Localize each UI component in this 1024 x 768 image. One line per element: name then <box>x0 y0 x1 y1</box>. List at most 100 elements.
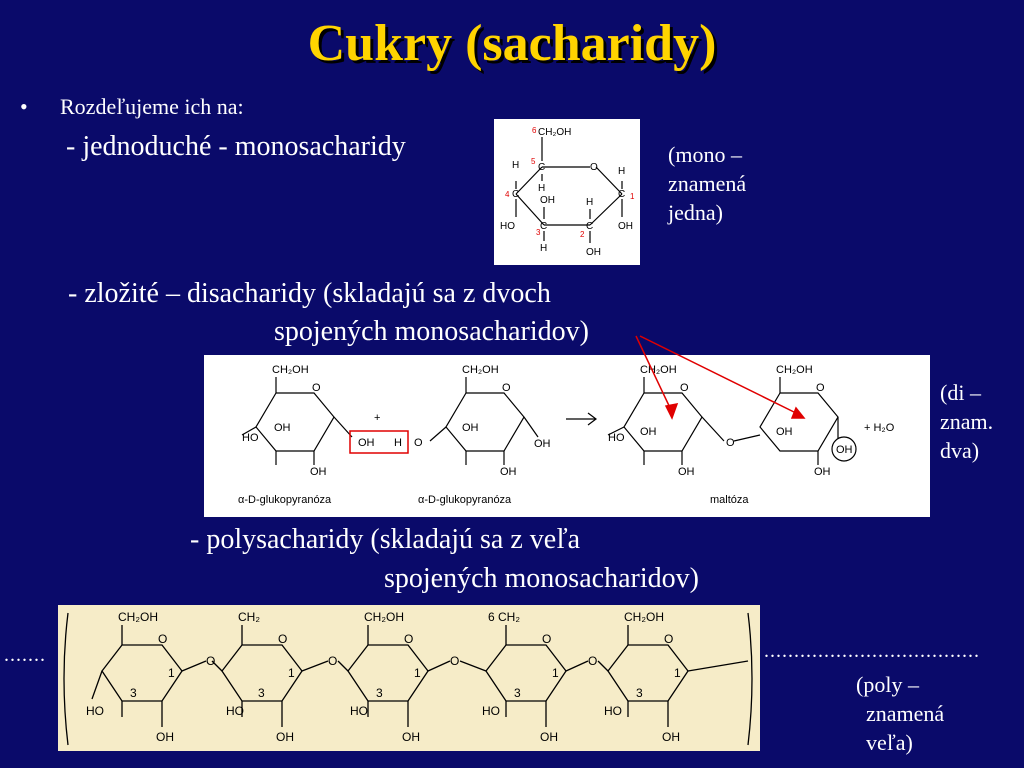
maltose-reaction-image: CH₂OH O HO OH OH OH + H O CH₂OH O OH OH … <box>204 355 930 517</box>
di-note-line-1: (di – <box>940 380 981 405</box>
glucose-structure-image: CH₂OH C O H H C C H OH H OH HO C C H OH … <box>494 119 640 265</box>
poly-oh-1: OH <box>156 730 174 744</box>
ring1-oh: OH <box>274 422 291 434</box>
ring2-o: O <box>502 382 511 394</box>
poly-three-4: 3 <box>514 686 521 700</box>
ring3-o: O <box>680 382 689 394</box>
poly-link-o-3: O <box>450 654 459 668</box>
glucose-c2: C <box>586 221 593 232</box>
poly-oh-2: OH <box>276 730 294 744</box>
poly-o-1: O <box>158 632 167 646</box>
glucose-h-c2: H <box>586 197 593 208</box>
mono-note-line-1: (mono – <box>668 142 742 167</box>
poly-three-2: 3 <box>258 686 265 700</box>
poly-one-1: 1 <box>168 666 175 680</box>
di-note: (di – znam. dva) <box>940 378 993 465</box>
ring4-oh-bottom: OH <box>814 466 831 478</box>
ring3-oh-bottom: OH <box>678 466 695 478</box>
water-product: + H₂O <box>864 422 895 434</box>
poly-line-2: spojených monosacharidov) <box>384 563 699 594</box>
di-line-1: - zložité – disacharidy (skladajú sa z d… <box>68 278 551 309</box>
glucose-c3: C <box>540 221 547 232</box>
highlight-box <box>349 430 409 454</box>
glucose-h-c3: H <box>540 243 547 254</box>
ring1-ch2oh: CH₂OH <box>272 364 309 376</box>
chain-dots-left: ....... <box>4 644 46 666</box>
poly-ch2oh-5: CH₂OH <box>624 610 664 624</box>
glucose-num-4: 4 <box>505 190 510 199</box>
polysaccharide-svg: CH₂OH CH₂ CH₂OH CH₂ 6 CH₂OH O O O O O O … <box>63 610 753 746</box>
poly-ho-2: HO <box>226 704 244 718</box>
glucose-ch2oh: CH₂OH <box>538 127 571 138</box>
poly-one-4: 1 <box>552 666 559 680</box>
ring2-oh-right: OH <box>534 438 551 450</box>
poly-ho-5: HO <box>604 704 622 718</box>
poly-oh-3: OH <box>402 730 420 744</box>
poly-oh-4: OH <box>540 730 558 744</box>
bullet-icon: • <box>20 94 28 119</box>
ring2-h: H <box>394 437 402 449</box>
poly-ho-3: HO <box>350 704 368 718</box>
maltose-reaction-svg: CH₂OH O HO OH OH OH + H O CH₂OH O OH OH … <box>238 364 895 506</box>
di-note-line-3: dva) <box>940 438 980 463</box>
label-glucose-1: α-D-glukopyranóza <box>238 494 332 506</box>
mono-note-line-2: znamená <box>668 171 747 196</box>
glucose-h-c1: H <box>618 166 625 177</box>
poly-six: 6 <box>488 610 495 624</box>
poly-o-4: O <box>542 632 551 646</box>
poly-ch2oh-1: CH₂OH <box>118 610 158 624</box>
slide-title: Cukry (sacharidy) <box>307 15 717 72</box>
poly-ho-1: HO <box>86 704 104 718</box>
link-o: O <box>726 437 735 449</box>
poly-o-2: O <box>278 632 287 646</box>
glucose-ring-svg: CH₂OH C O H H C C H OH H OH HO C C H OH … <box>500 126 635 258</box>
chain-dots-right: .................................... <box>764 640 980 662</box>
poly-note-line-1: (poly – <box>856 672 919 697</box>
ring4-oh-circled: OH <box>836 444 853 456</box>
ring1-ho: HO <box>242 432 259 444</box>
poly-o-5: O <box>664 632 673 646</box>
poly-ch2oh-3: CH₂OH <box>364 610 404 624</box>
ring3-oh: OH <box>640 426 657 438</box>
poly-one-5: 1 <box>674 666 681 680</box>
poly-link-o-1: O <box>206 654 215 668</box>
polysaccharide-chain-image: CH₂OH CH₂ CH₂OH CH₂ 6 CH₂OH O O O O O O … <box>58 605 760 751</box>
poly-line-1: - polysacharidy (skladajú sa z veľa <box>190 524 581 555</box>
ring3-ho: HO <box>608 432 625 444</box>
mono-note: (mono – znamená jedna) <box>668 140 746 227</box>
ring4-o: O <box>816 382 825 394</box>
poly-note: (poly – znamená veľa) <box>856 670 944 757</box>
poly-link-o-2: O <box>328 654 337 668</box>
poly-ho-4: HO <box>482 704 500 718</box>
plus-sign: + <box>374 412 380 424</box>
label-maltose: maltóza <box>710 494 749 506</box>
ring2-ch2oh: CH₂OH <box>462 364 499 376</box>
poly-ch2-2: CH₂ <box>238 610 260 624</box>
glucose-c4: C <box>512 189 519 200</box>
glucose-c5: C <box>538 162 545 173</box>
glucose-ring-o: O <box>590 162 598 173</box>
ring4-oh: OH <box>776 426 793 438</box>
poly-three-5: 3 <box>636 686 643 700</box>
glucose-h-c5: H <box>512 160 519 171</box>
poly-oh-5: OH <box>662 730 680 744</box>
di-line-2: spojených monosacharidov) <box>274 316 589 347</box>
mono-note-line-3: jedna) <box>668 200 723 225</box>
mono-line: - jednoduché - monosacharidy <box>66 131 406 162</box>
poly-ch2-4: CH₂ <box>498 610 520 624</box>
ring2-oh-bottom: OH <box>500 466 517 478</box>
label-glucose-2: α-D-glukopyranóza <box>418 494 512 506</box>
poly-link-o-4: O <box>588 654 597 668</box>
ring2-oh: OH <box>462 422 479 434</box>
ring1-oh-bottom: OH <box>310 466 327 478</box>
ring4-ch2oh: CH₂OH <box>776 364 813 376</box>
poly-note-line-3: veľa) <box>866 730 913 755</box>
poly-one-2: 1 <box>288 666 295 680</box>
poly-o-3: O <box>404 632 413 646</box>
glucose-num-5: 5 <box>531 157 536 166</box>
glucose-h-c5-down: H <box>538 183 545 194</box>
glucose-oh-c2: OH <box>586 247 601 258</box>
intro-text: Rozdeľujeme ich na: <box>60 94 244 119</box>
ring3-ch2oh: CH₂OH <box>640 364 677 376</box>
glucose-oh-c4: OH <box>540 195 555 206</box>
